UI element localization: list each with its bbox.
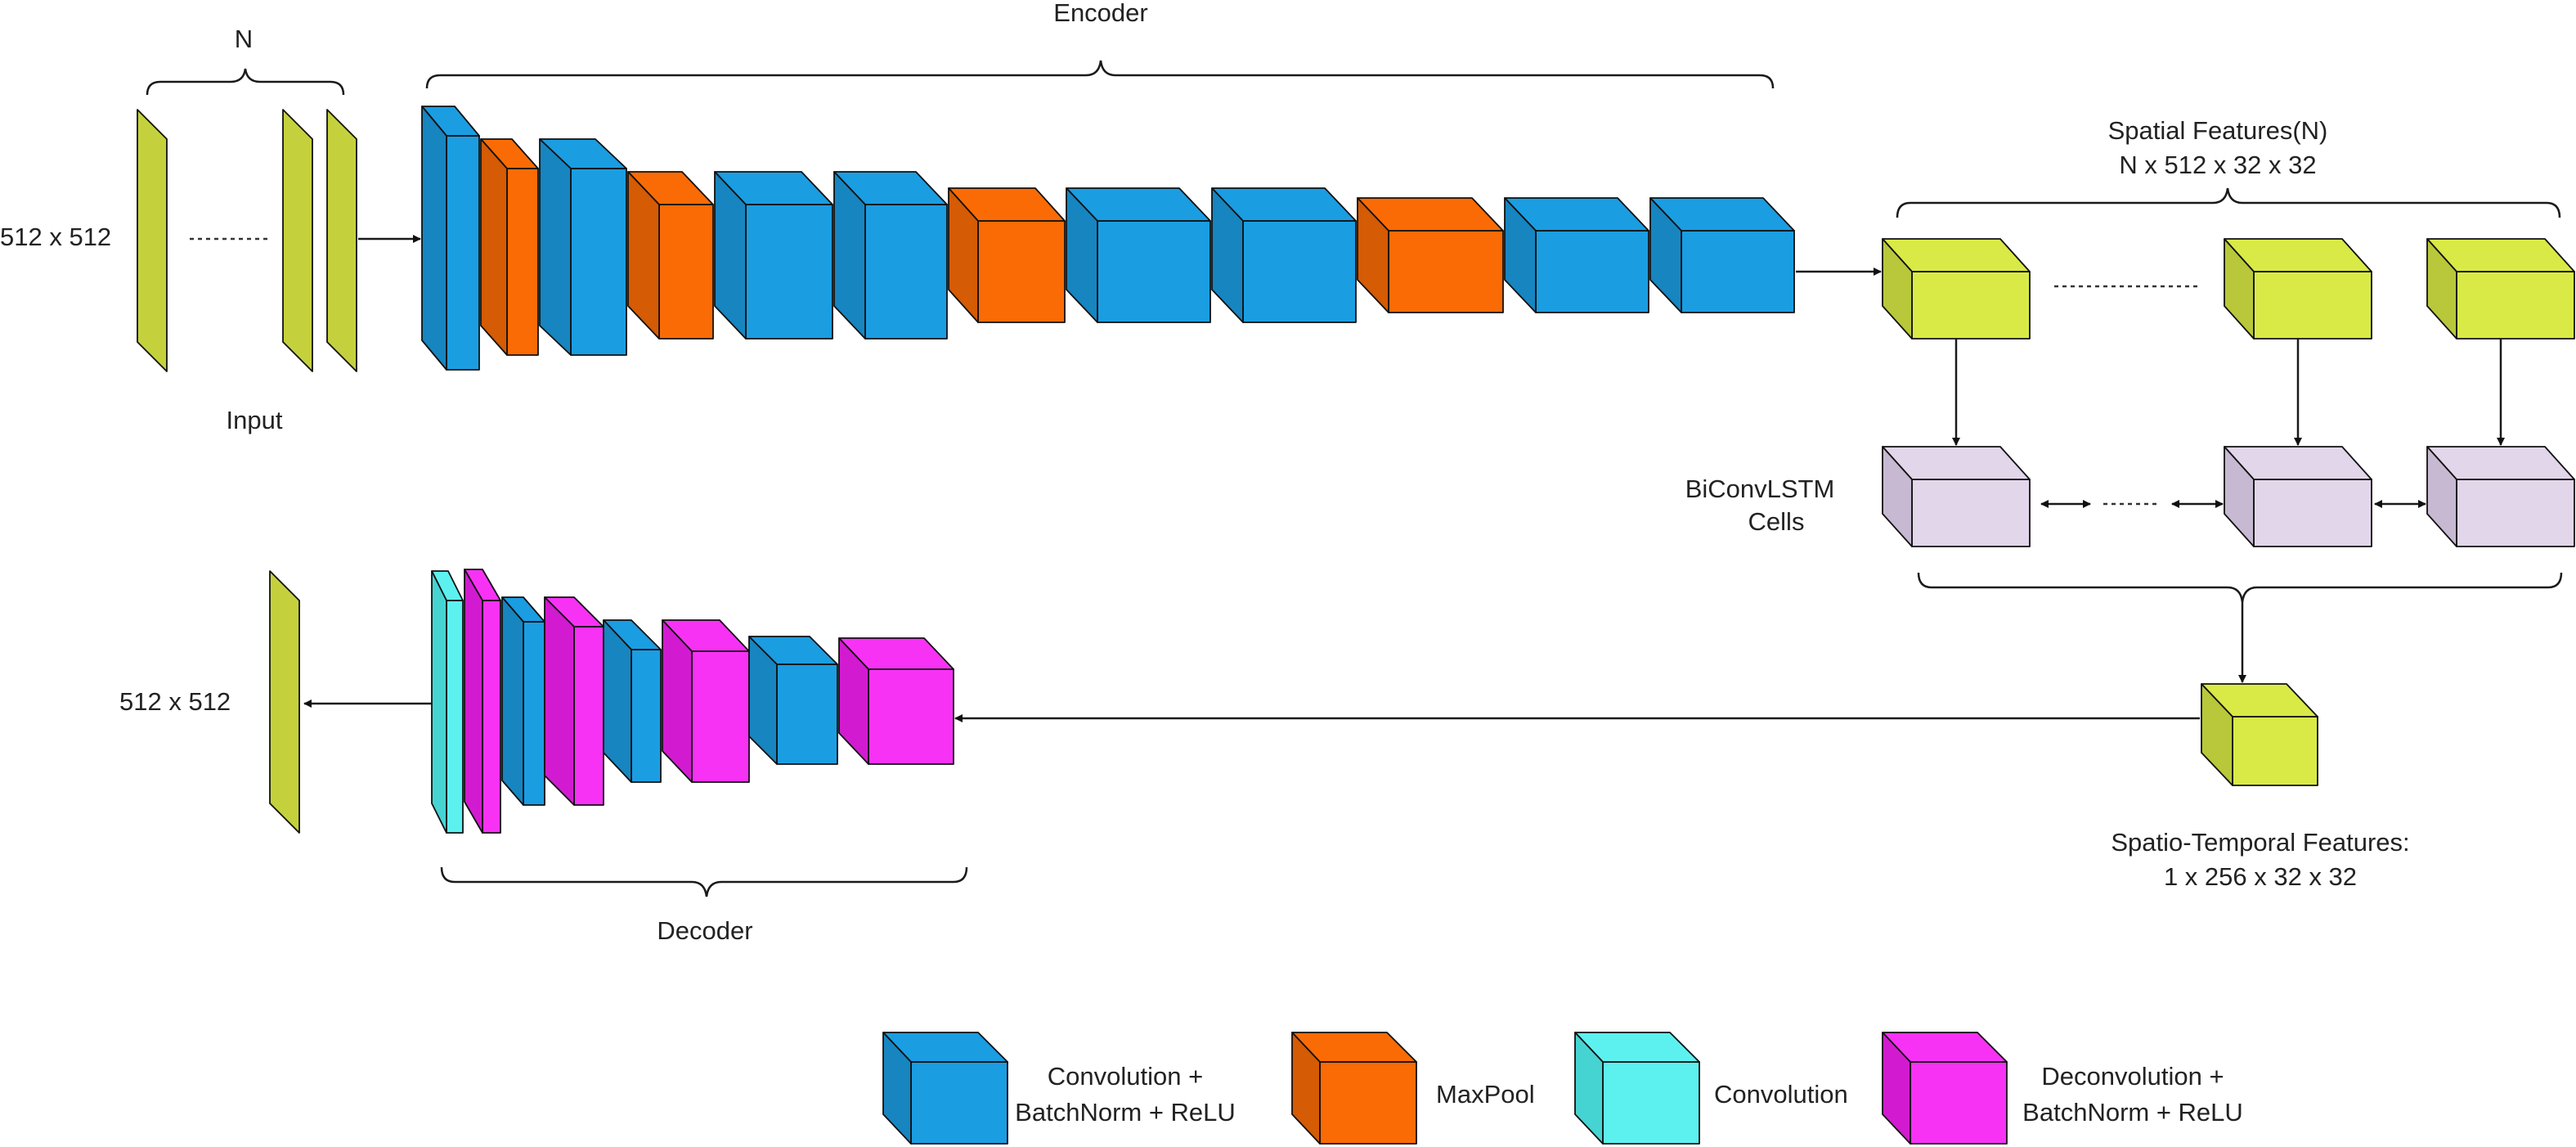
- legend-conv-label-line2: BatchNorm + ReLU: [1015, 1098, 1236, 1127]
- lstm-cell-3: [2426, 446, 2575, 547]
- decoder-conv-output-block: [431, 570, 464, 834]
- n-brace: [146, 68, 345, 96]
- encoder-conv-block-6: [1211, 187, 1357, 323]
- legend: Convolution + BatchNorm + ReLU MaxPool C…: [882, 1032, 2243, 1145]
- legend-deconv-swatch: [1882, 1032, 2008, 1145]
- legend-deconv-label-line1: Deconvolution +: [2041, 1062, 2224, 1091]
- spatial-features-dims: N x 512 x 32 x 32: [2119, 151, 2316, 179]
- legend-deconv-label-line2: BatchNorm + ReLU: [2022, 1098, 2243, 1127]
- decoder-label: Decoder: [657, 916, 752, 945]
- spatial-features-title: Spatial Features(N): [2108, 116, 2328, 145]
- encoder-brace: [425, 60, 1775, 89]
- decoder-deconv-block-1: [464, 569, 501, 834]
- output-frame: [269, 570, 300, 834]
- decoder-deconv-block-4: [838, 637, 954, 765]
- input-frame-1: [137, 109, 168, 372]
- decoder-conv-block-2: [603, 619, 662, 783]
- encoder-conv-block-7: [1504, 197, 1649, 313]
- encoder-pool-block-1: [480, 138, 539, 356]
- encoder-conv-block-5: [1066, 187, 1211, 323]
- lstm-cell-1: [1882, 446, 2031, 547]
- input-frames: [137, 109, 357, 372]
- input-label: Input: [227, 406, 283, 434]
- encoder-label: Encoder: [1053, 0, 1147, 27]
- legend-conv-label-line1: Convolution +: [1048, 1062, 1203, 1091]
- encoder-conv-block-4: [833, 171, 948, 340]
- spatio-temporal-block: [2201, 683, 2318, 786]
- decoder-blocks: [431, 569, 954, 834]
- encoder-conv-block-8: [1649, 197, 1795, 313]
- lstm-brace: [1917, 572, 2563, 603]
- input-frame-3: [326, 109, 357, 372]
- spatio-temporal-dims: 1 x 256 x 32 x 32: [2164, 862, 2357, 891]
- spatial-feature-blocks: [1882, 238, 2575, 340]
- input-resolution-label: 512 x 512: [0, 223, 111, 251]
- decoder-deconv-block-3: [662, 619, 750, 783]
- output-resolution-label: 512 x 512: [119, 687, 231, 716]
- encoder-conv-block-1: [421, 106, 480, 371]
- legend-plain-conv-label: Convolution: [1714, 1080, 1848, 1109]
- spatial-feature-block-1: [1882, 238, 2031, 340]
- legend-pool-label: MaxPool: [1436, 1080, 1535, 1109]
- biconvlstm-label-line2: Cells: [1748, 507, 1805, 536]
- legend-pool-swatch: [1291, 1032, 1417, 1145]
- lstm-cell-2: [2224, 446, 2372, 547]
- biconvlstm-label-line1: BiConvLSTM: [1685, 475, 1835, 503]
- legend-conv-swatch: [882, 1032, 1008, 1145]
- spatial-feature-block-2: [2224, 238, 2372, 340]
- encoder-pool-block-3: [948, 187, 1066, 323]
- legend-plain-conv-swatch: [1574, 1032, 1700, 1145]
- encoder-pool-block-2: [627, 171, 714, 340]
- encoder-pool-block-4: [1357, 197, 1504, 313]
- spatio-temporal-title: Spatio-Temporal Features:: [2111, 828, 2409, 857]
- biconvlstm-cells: [1882, 446, 2575, 547]
- decoder-brace: [440, 866, 968, 897]
- decoder-conv-block-3: [748, 636, 838, 765]
- encoder-conv-block-2: [539, 138, 627, 356]
- encoder-conv-block-3: [714, 171, 833, 340]
- decoder-deconv-block-2: [544, 596, 604, 806]
- spatial-feature-block-3: [2426, 238, 2575, 340]
- spatial-features-brace: [1896, 187, 2561, 218]
- decoder-conv-block-1: [501, 596, 545, 806]
- input-frame-2: [282, 109, 313, 372]
- n-label: N: [235, 25, 253, 53]
- encoder-blocks: [421, 106, 1795, 371]
